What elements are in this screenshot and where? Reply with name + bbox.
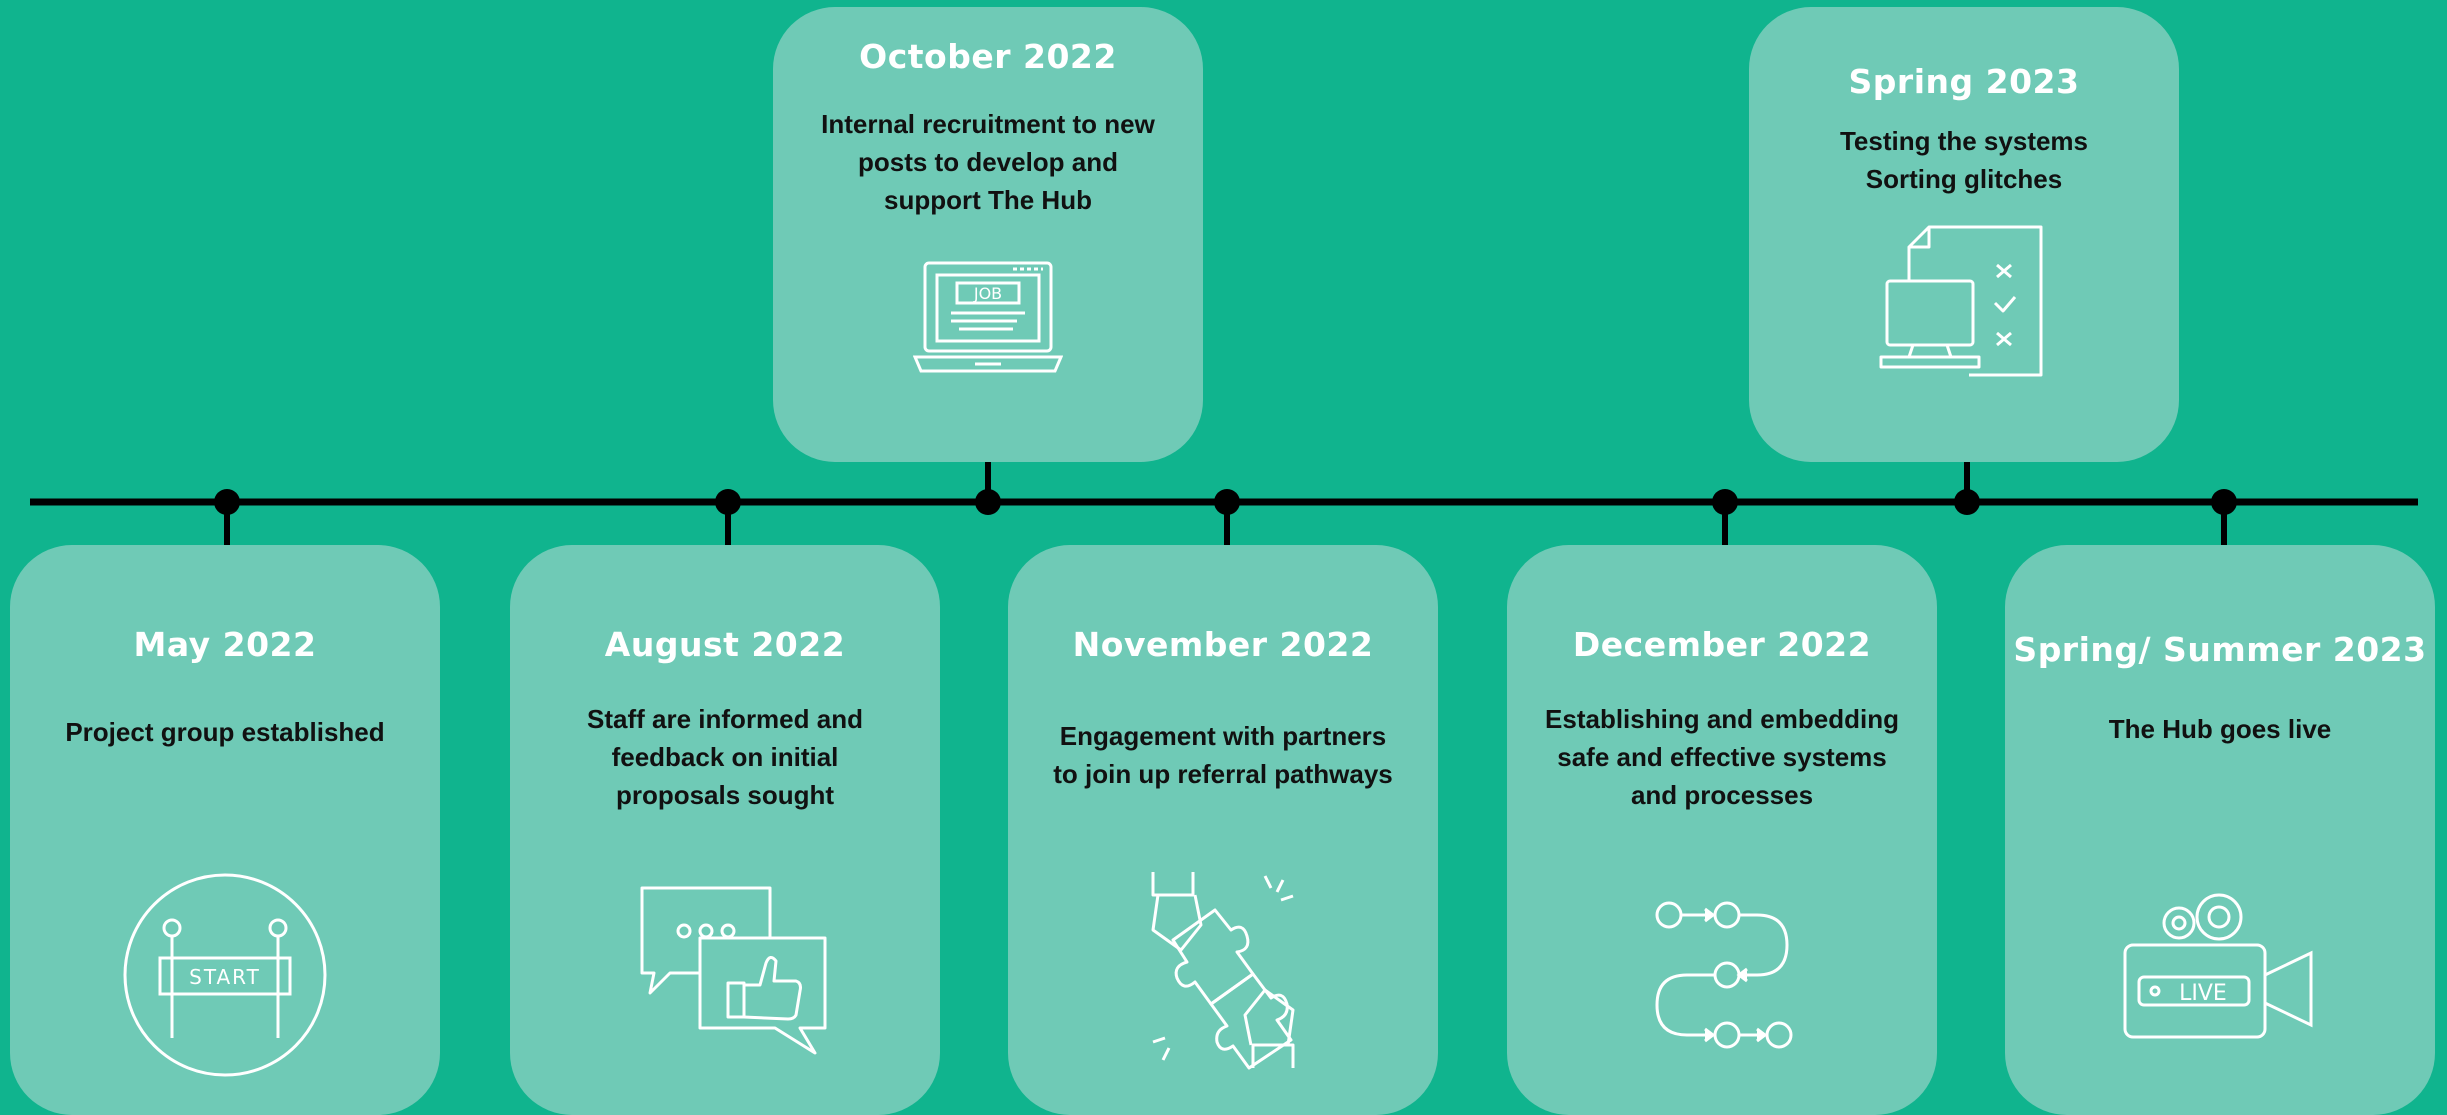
milestone-title: Spring/ Summer 2023 bbox=[2013, 630, 2427, 669]
live-camera-icon: LIVE bbox=[2115, 893, 2325, 1043]
milestone-description: Engagement with partners to join up refe… bbox=[1053, 721, 1393, 789]
timeline-node-december-2022 bbox=[1712, 489, 1738, 515]
milestone-card-december-2022: December 2022 Establishing and embedding… bbox=[1507, 545, 1937, 1115]
milestone-title: Spring 2023 bbox=[1848, 62, 2080, 101]
milestone-description: The Hub goes live bbox=[2108, 714, 2332, 744]
process-flow-icon bbox=[1647, 893, 1797, 1053]
live-label: LIVE bbox=[2179, 981, 2227, 1006]
start-banner-icon: START bbox=[120, 870, 330, 1080]
timeline-node-may-2022 bbox=[214, 489, 240, 515]
milestone-title: December 2022 bbox=[1572, 625, 1872, 664]
milestone-card-may-2022: May 2022 Project group established START bbox=[10, 545, 440, 1115]
milestone-description: Establishing and embedding safe and effe… bbox=[1545, 704, 1899, 810]
milestone-description: Internal recruitment to new posts to dev… bbox=[821, 109, 1155, 215]
puzzle-hands-icon bbox=[1123, 870, 1323, 1070]
milestone-title: May 2022 bbox=[133, 625, 317, 664]
milestone-card-october-2022: October 2022 Internal recruitment to new… bbox=[773, 7, 1203, 462]
milestone-description: Testing the systems Sorting glitches bbox=[1839, 126, 2089, 194]
timeline-node-spring-2023 bbox=[1954, 489, 1980, 515]
timeline-node-spring-summer-2023 bbox=[2211, 489, 2237, 515]
testing-checklist-icon bbox=[1879, 225, 2049, 385]
milestone-card-spring-summer-2023: Spring/ Summer 2023 The Hub goes live LI… bbox=[2005, 545, 2435, 1115]
timeline-node-october-2022 bbox=[975, 489, 1001, 515]
milestone-title: October 2022 bbox=[859, 37, 1117, 76]
milestone-description: Staff are informed and feedback on initi… bbox=[587, 704, 863, 810]
milestone-card-november-2022: November 2022 Engagement with partners t… bbox=[1008, 545, 1438, 1115]
job-label: JOB bbox=[973, 284, 1002, 303]
feedback-thumbs-up-icon bbox=[620, 883, 830, 1063]
timeline-node-november-2022 bbox=[1214, 489, 1240, 515]
start-label: START bbox=[189, 965, 261, 989]
milestone-title: August 2022 bbox=[604, 625, 846, 664]
job-laptop-icon: JOB bbox=[913, 257, 1063, 379]
milestone-title: November 2022 bbox=[1072, 625, 1374, 664]
milestone-card-august-2022: August 2022 Staff are informed and feedb… bbox=[510, 545, 940, 1115]
timeline-node-august-2022 bbox=[715, 489, 741, 515]
milestone-card-spring-2023: Spring 2023 Testing the systems Sorting … bbox=[1749, 7, 2179, 462]
milestone-description: Project group established bbox=[65, 717, 385, 747]
